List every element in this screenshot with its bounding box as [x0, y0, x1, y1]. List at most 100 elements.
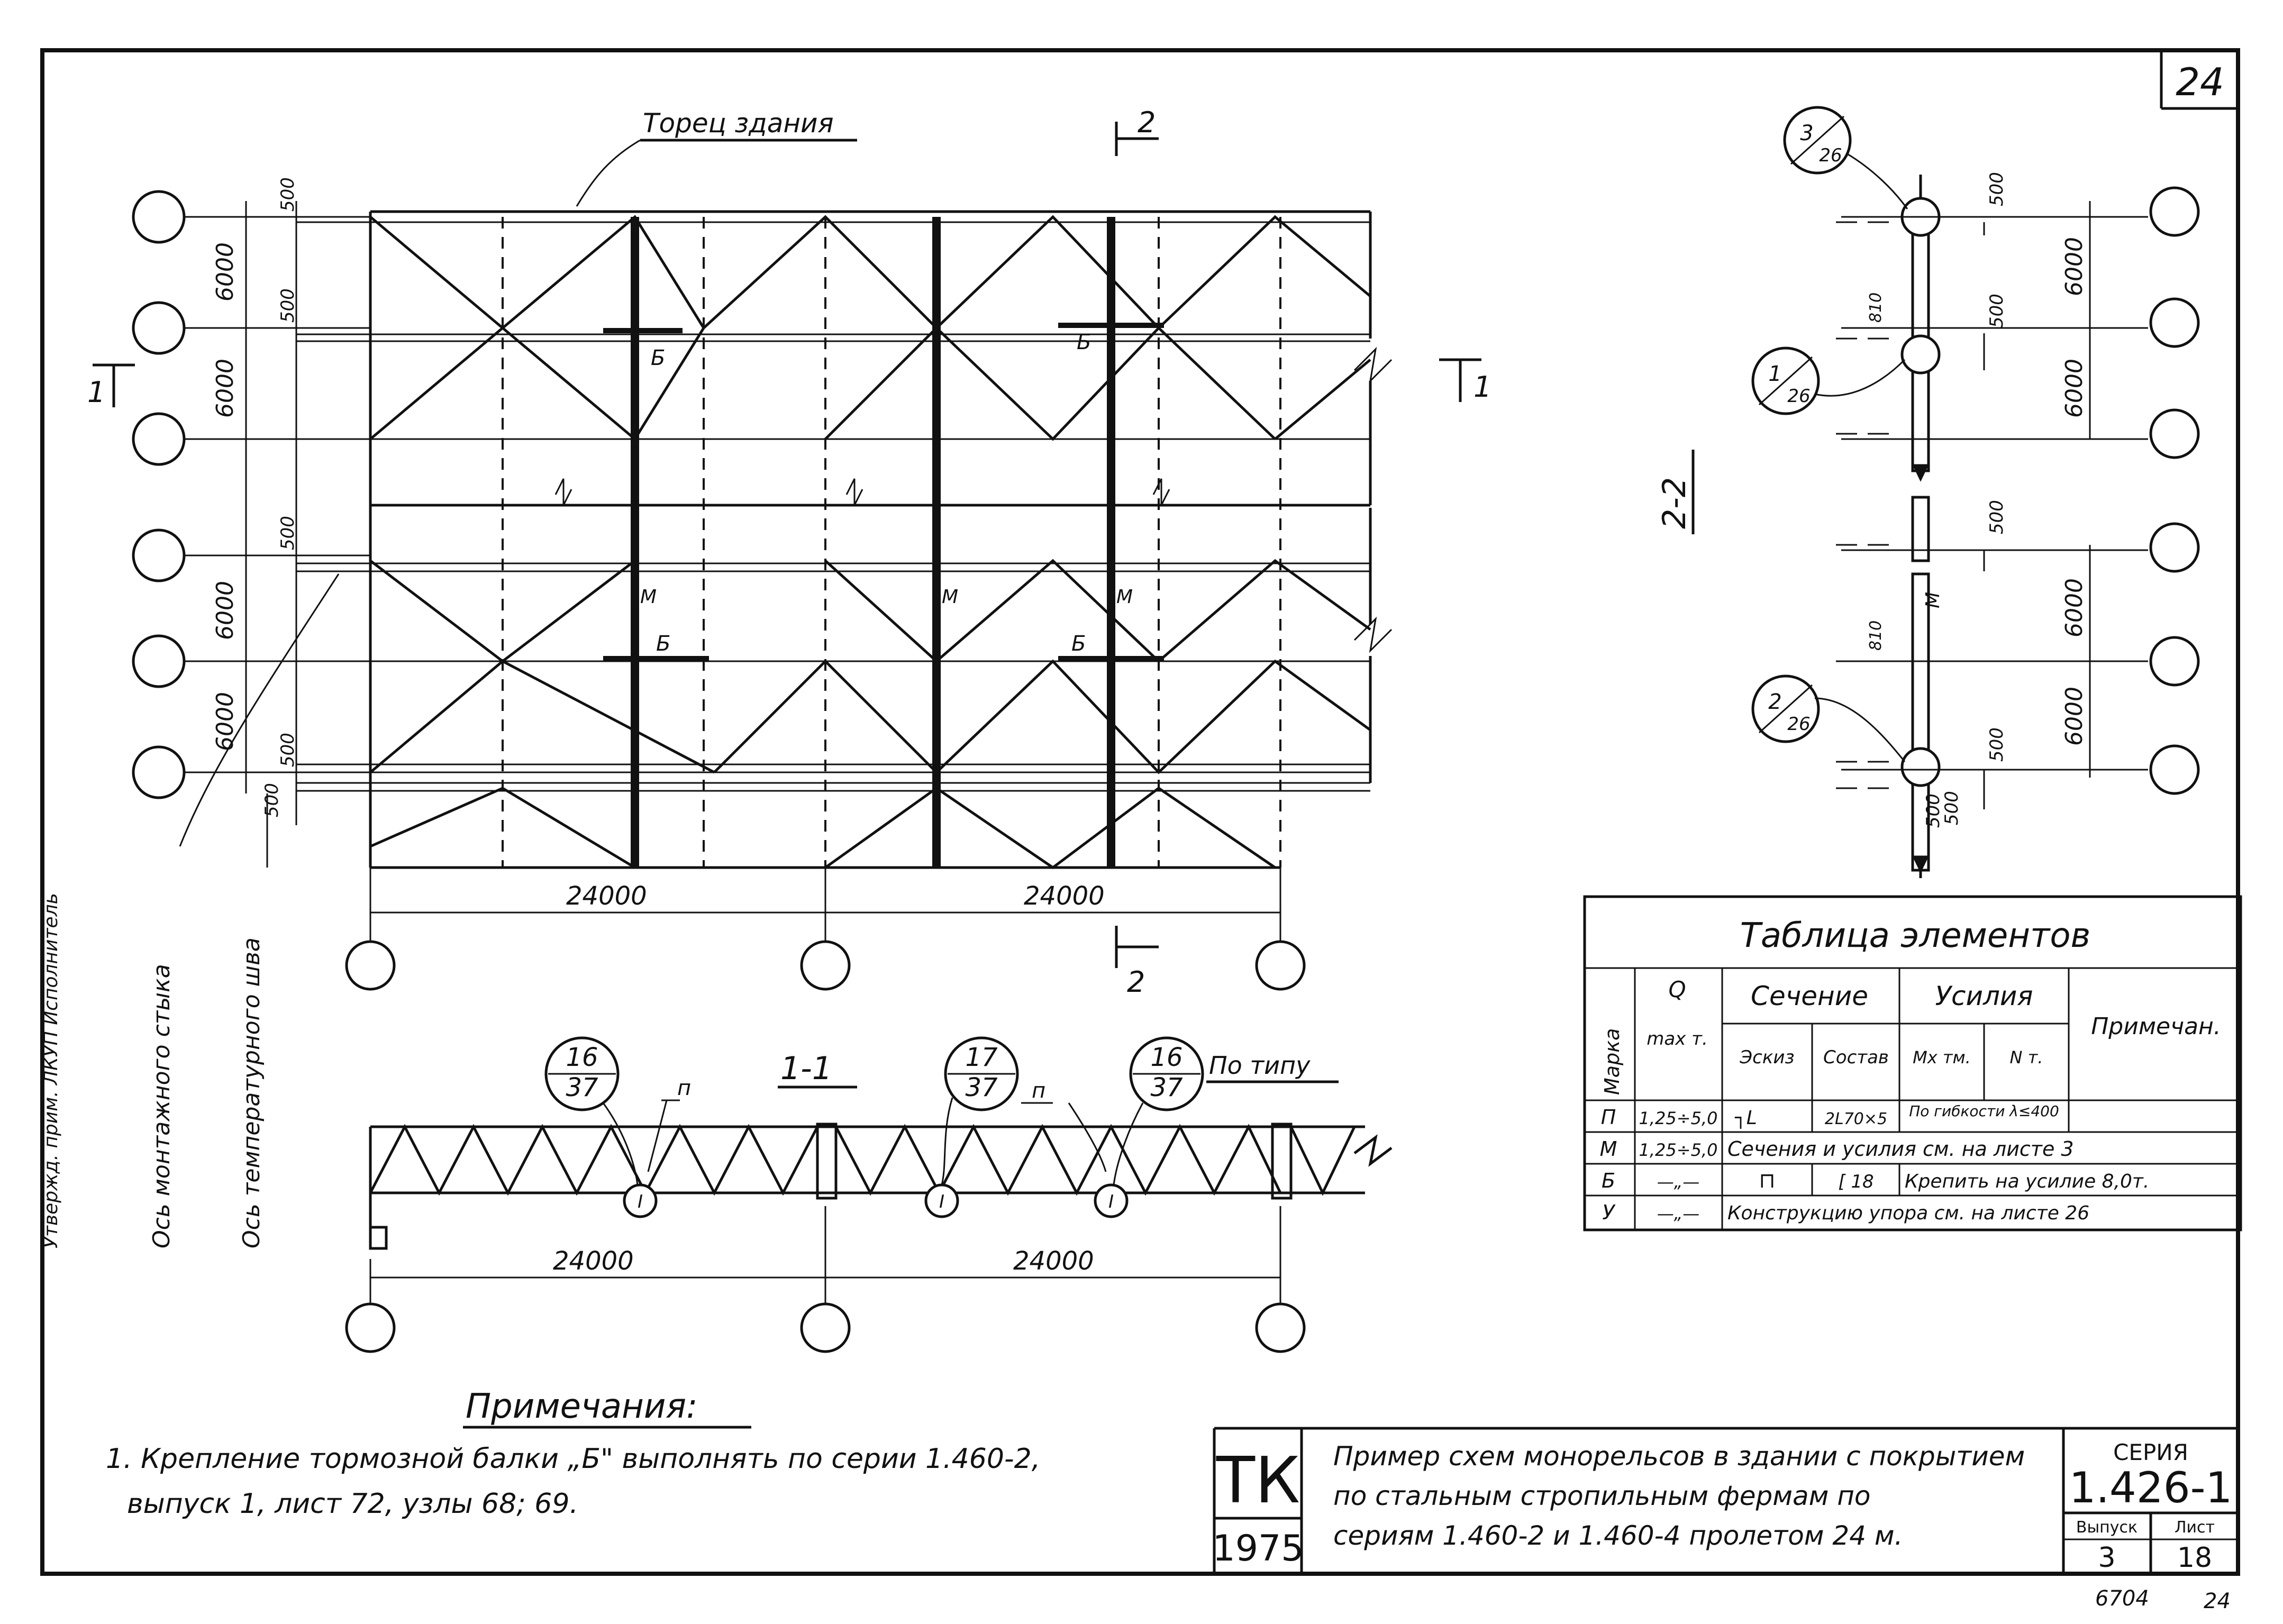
- svg-text:37: 37: [1150, 1073, 1183, 1102]
- monorail-i-label: I: [638, 1191, 643, 1212]
- axis-bubble: [2149, 522, 2200, 573]
- section-2-2: 2-2 М: [1656, 106, 2200, 878]
- dim-500: 500: [261, 783, 283, 817]
- marker-p-leader: [1021, 1102, 1107, 1172]
- vertical-dimension-line: [245, 201, 297, 825]
- section-1-1-dimension: [369, 1206, 1281, 1307]
- axis-bubble: [132, 301, 186, 355]
- table-row: Б —„— ⊓ [ 18 Крепить на усилие 8,0т.: [1602, 1169, 2149, 1193]
- section-2-2-ticks: [1836, 221, 1889, 789]
- notes-line-1: 1. Крепление тормозной балки „Б" выполня…: [106, 1443, 1040, 1475]
- table-row: М 1,25÷5,0 Сечения и усилия см. на листе…: [1600, 1137, 2074, 1161]
- span-dimension: 24000: [566, 881, 647, 911]
- monorail-i-label: I: [939, 1191, 944, 1212]
- span-dimension: 24000: [553, 1246, 634, 1276]
- axis-bubble: [132, 528, 186, 582]
- svg-text:[ 18: [ 18: [1838, 1171, 1873, 1192]
- dim-6000: 6000: [212, 581, 239, 640]
- dim-500: 500: [1986, 500, 2007, 534]
- monorail-beams: [631, 217, 1115, 868]
- dim-500: 500: [1986, 727, 2007, 762]
- svg-text:1: 1: [1768, 362, 1781, 386]
- node-reference-2: 17 37: [941, 1036, 1019, 1185]
- section-1-1: 1-1 I I I 16 37: [345, 1036, 1393, 1353]
- dim-6000: 6000: [2061, 237, 2088, 296]
- section-2-2-axes: [1841, 201, 2148, 809]
- axis-bubble: [2149, 636, 2200, 687]
- svg-text:—„—: —„—: [1657, 1172, 1700, 1192]
- rails: [296, 221, 1370, 792]
- svg-text:По гибкости λ≤400: По гибкости λ≤400: [1909, 1102, 2059, 1120]
- axis-bubble: [2149, 408, 2200, 459]
- sheet-number: 24: [2176, 60, 2224, 104]
- node-reference-1-26: 1 26: [1751, 346, 1906, 415]
- support-node: [1900, 747, 1941, 787]
- dim-810: 810: [1867, 621, 1885, 651]
- margin-text: Утвержд. прим. ЛКУП Исполнитель: [40, 893, 62, 1248]
- table-header-mx: Мх тм.: [1913, 1047, 1971, 1068]
- axis-bubble: [345, 940, 396, 991]
- svg-text:37: 37: [566, 1073, 598, 1102]
- svg-text:П: П: [1601, 1106, 1616, 1129]
- brake-beam-label: Б: [651, 346, 665, 370]
- plan-view: 500 6000 500 6000 500 6000 6000 500 500 …: [87, 106, 1491, 1248]
- svg-text:1,25÷5,0: 1,25÷5,0: [1639, 1108, 1718, 1128]
- svg-text:⊓: ⊓: [1759, 1169, 1775, 1193]
- axis-bubble: [345, 1302, 396, 1353]
- table-header-mark: Марка: [1600, 1028, 1624, 1095]
- axis-bubble: [1255, 940, 1306, 991]
- axis-bubble: [132, 190, 186, 244]
- monorail-i-label: I: [1108, 1191, 1114, 1212]
- svg-text:Крепить на усилие 8,0т.: Крепить на усилие 8,0т.: [1905, 1171, 2149, 1192]
- span-dimension: 24000: [1013, 1246, 1094, 1276]
- by-type-label: По типу: [1209, 1051, 1311, 1080]
- dim-6000: 6000: [2061, 687, 2088, 746]
- brake-beam-label: Б: [1077, 330, 1091, 354]
- issue-number: 3: [2098, 1542, 2115, 1574]
- page-number-bottom: 24: [2204, 1589, 2231, 1613]
- sheet-frame: [40, 48, 2240, 1576]
- section-mark-2-top: [1115, 122, 1159, 156]
- section-mark-1-right-label: 1: [1474, 370, 1491, 404]
- marker-p-leader: [647, 1099, 680, 1172]
- dim-6000: 6000: [212, 359, 239, 418]
- dim-500: 500: [1923, 793, 1944, 828]
- elements-table: Таблица элементов Марка Q max т. Сечение…: [1583, 895, 2242, 1231]
- monorail-i-marker: [623, 1183, 658, 1218]
- dim-6000: 6000: [2061, 578, 2088, 637]
- monorail-m-label: М: [1922, 592, 1944, 608]
- table-header-sketch: Эскиз: [1739, 1047, 1794, 1068]
- table-header-note: Примечан.: [2091, 1013, 2221, 1040]
- section-mark-1-left-label: 1: [87, 376, 105, 409]
- table-row: П 1,25÷5,0 ┐L 2L70×5 По гибкости λ≤400: [1601, 1102, 2059, 1129]
- axis-bubble: [800, 940, 851, 991]
- marker-p: п: [1032, 1079, 1045, 1103]
- building-end-label: Торец здания: [643, 108, 834, 139]
- dim-500: 500: [1941, 791, 1962, 825]
- marker-p: п: [677, 1076, 691, 1100]
- table-header-n: N т.: [2010, 1047, 2043, 1068]
- section-2-2-title: 2-2: [1656, 477, 1693, 529]
- svg-text:26: 26: [1787, 386, 1810, 407]
- notes-title: Примечания:: [466, 1387, 698, 1426]
- svg-text:26: 26: [1787, 714, 1810, 735]
- svg-text:16: 16: [566, 1043, 598, 1072]
- svg-text:17: 17: [965, 1043, 998, 1072]
- title-block: ТК 1975 Пример схем монорельсов в здании…: [1212, 1427, 2238, 1613]
- dim-500: 500: [277, 733, 298, 767]
- section-mark-2-bottom-label: 2: [1127, 965, 1145, 999]
- dim-6000: 6000: [2061, 359, 2088, 418]
- section-mark-1-right: [1439, 358, 1481, 402]
- dim-810: 810: [1867, 293, 1885, 323]
- axis-bubble: [132, 745, 186, 799]
- axis-wall-leader: [179, 573, 340, 847]
- brake-beam-label: Б: [1071, 632, 1086, 656]
- svg-text:26: 26: [1819, 145, 1842, 166]
- building-end-leader: [576, 139, 641, 207]
- title-desc-2: по стальным стропильным фермам по: [1333, 1481, 1870, 1511]
- table-header-composition: Состав: [1823, 1047, 1889, 1068]
- monorail-i-marker: [1094, 1183, 1129, 1218]
- svg-text:┐L: ┐L: [1734, 1107, 1757, 1129]
- axis-bubble: [132, 634, 186, 688]
